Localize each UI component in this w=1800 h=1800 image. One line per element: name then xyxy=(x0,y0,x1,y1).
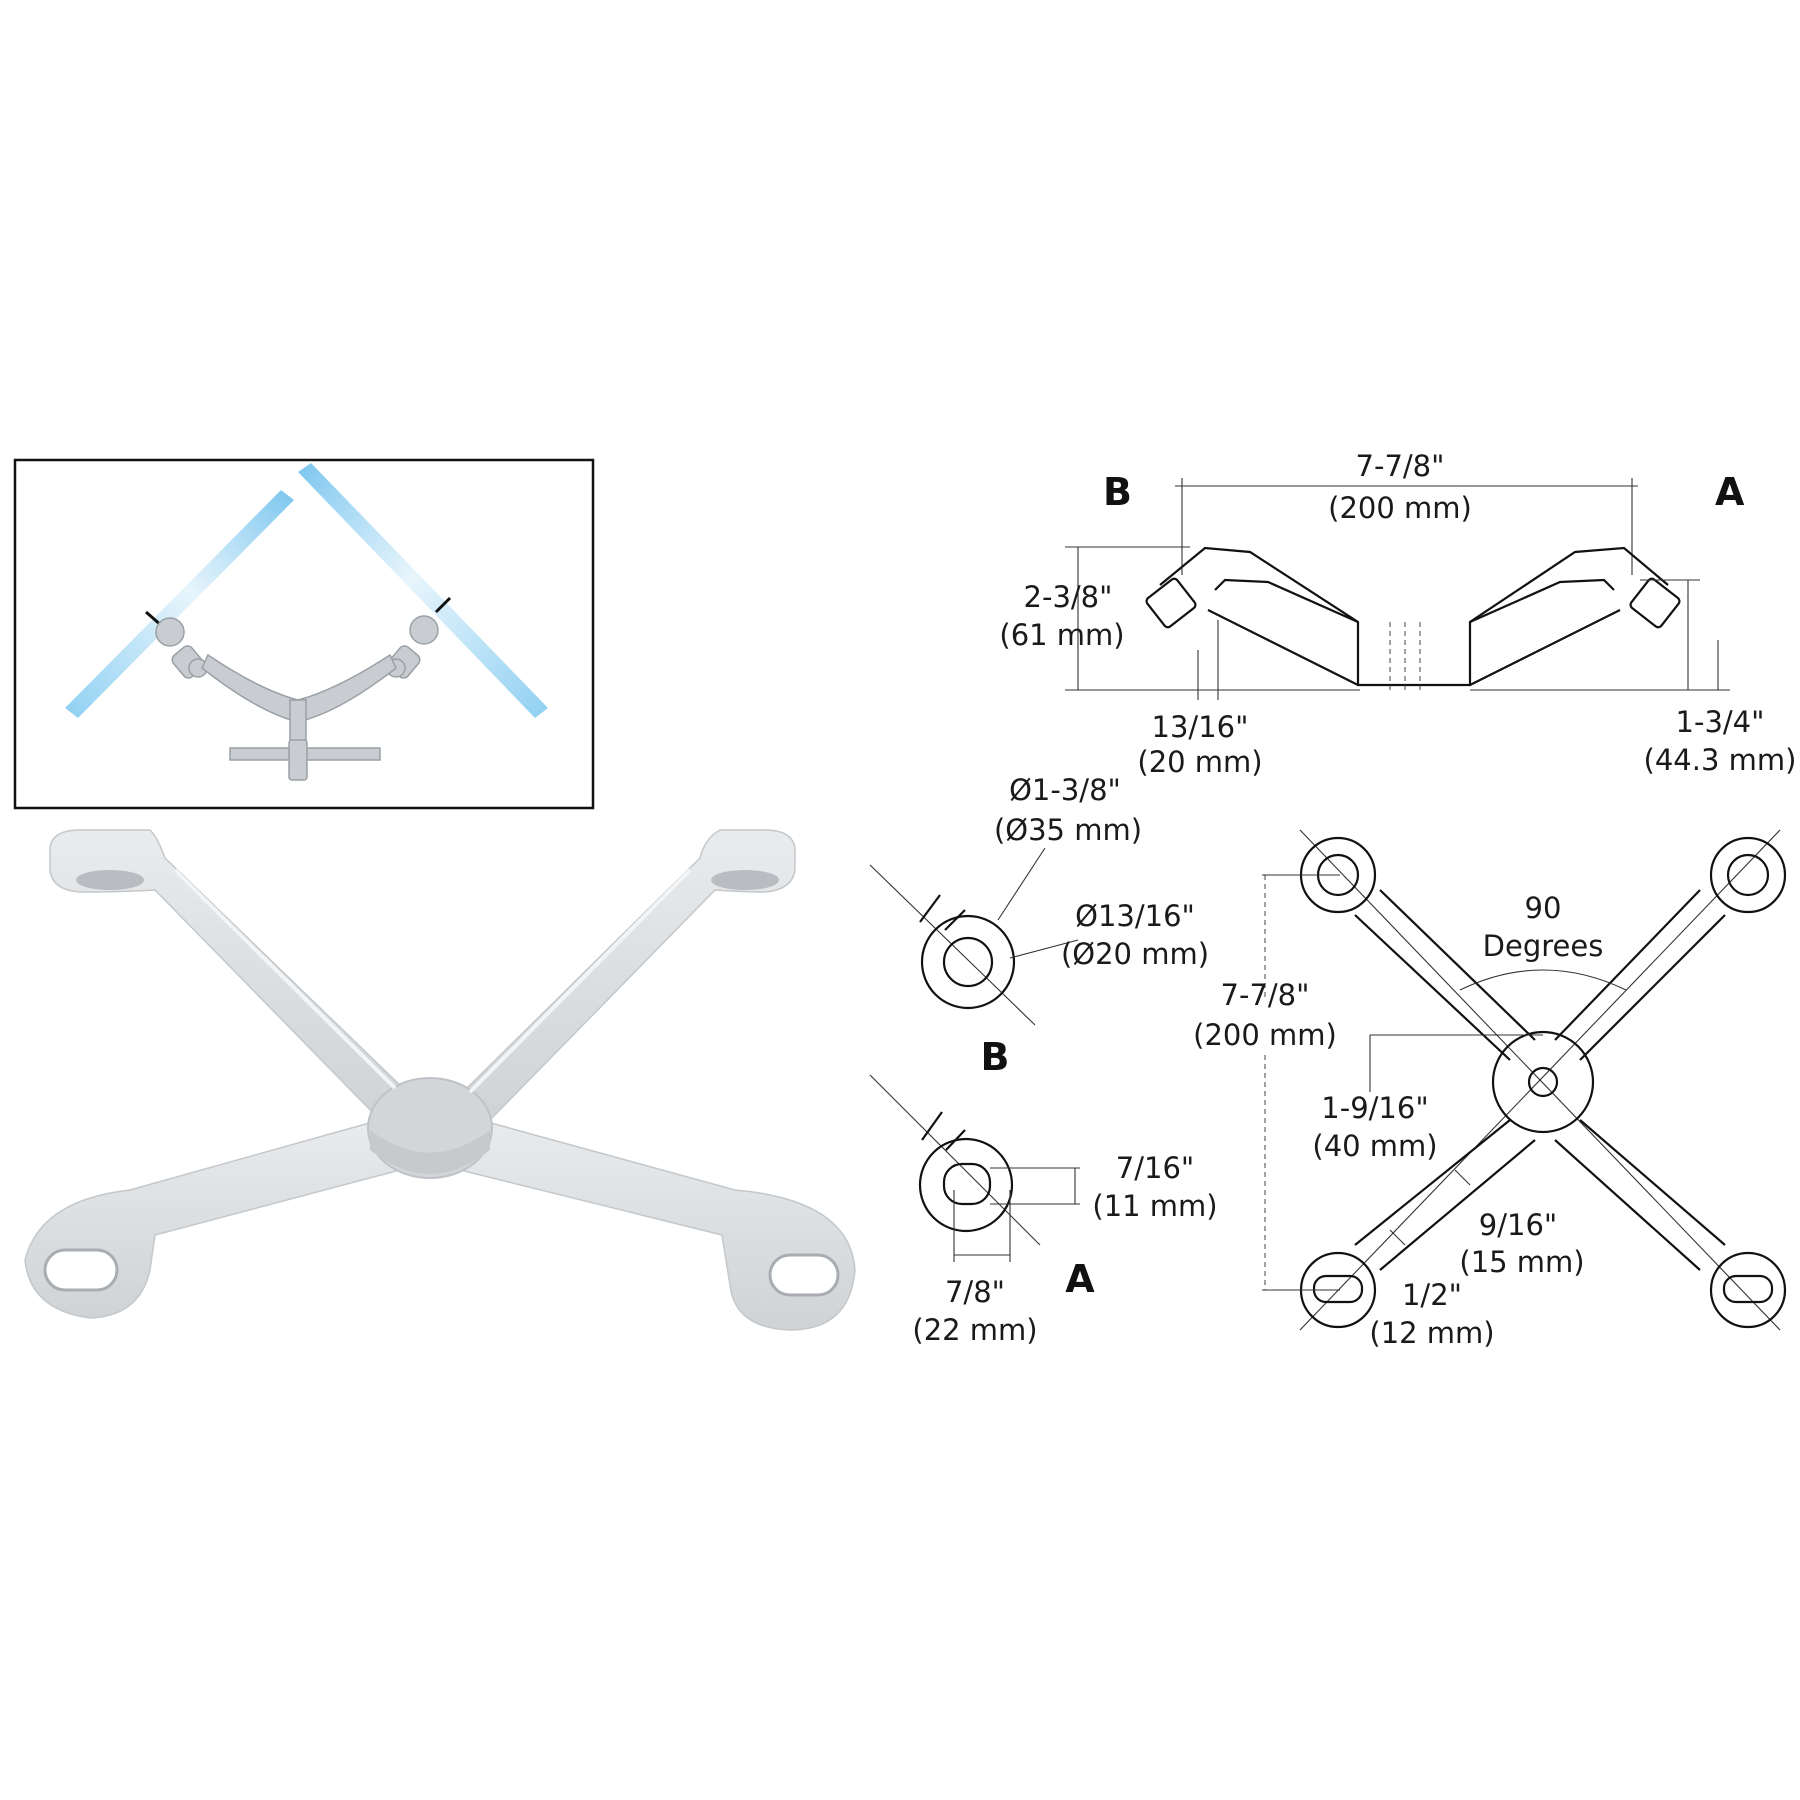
side-width-mm: (200 mm) xyxy=(1328,491,1472,525)
plan-arm-in: 9/16" xyxy=(1479,1208,1557,1242)
plan-arm-end-mm: (12 mm) xyxy=(1369,1316,1494,1350)
plan-angle-value: 90 xyxy=(1525,891,1562,925)
plan-arm-end-in: 1/2" xyxy=(1402,1278,1462,1312)
plan-span-in: 7-7/8" xyxy=(1221,978,1310,1012)
detail-a-slot-width-mm: (22 mm) xyxy=(912,1313,1037,1347)
detail-b-drawing: Ø1-3/8" (Ø35 mm) Ø13/16" (Ø20 mm) B xyxy=(869,773,1209,1079)
side-end-height-in: 1-3/4" xyxy=(1676,705,1765,739)
glass-panel-left xyxy=(65,490,294,718)
side-offset-mm: (20 mm) xyxy=(1137,745,1262,779)
detail-a-slot-height-mm: (11 mm) xyxy=(1092,1189,1217,1223)
side-height-in: 2-3/8" xyxy=(1024,580,1113,614)
detail-a-label: A xyxy=(1065,1257,1095,1301)
plan-hub-mm: (40 mm) xyxy=(1312,1129,1437,1163)
side-label-b: B xyxy=(1103,470,1132,514)
side-height-mm: (61 mm) xyxy=(999,618,1124,652)
side-width-in: 7-7/8" xyxy=(1356,449,1445,483)
spider-fitting-inset xyxy=(155,615,439,781)
plan-view-drawing: 90 Degrees 7-7/8" (200 mm) 1-9/16" (40 m… xyxy=(1193,829,1787,1350)
detail-b-outer-mm: (Ø35 mm) xyxy=(994,813,1142,847)
slot-right xyxy=(768,1253,840,1297)
detail-a-slot-height-in: 7/16" xyxy=(1116,1151,1194,1185)
side-label-a: A xyxy=(1715,470,1745,514)
side-end-height-mm: (44.3 mm) xyxy=(1644,743,1797,777)
detail-b-inner-in: Ø13/16" xyxy=(1075,899,1195,933)
detail-a-slot-width-in: 7/8" xyxy=(945,1275,1005,1309)
detail-a-drawing: 7/16" (11 mm) 7/8" (22 mm) A xyxy=(869,1074,1218,1347)
plan-angle-unit: Degrees xyxy=(1483,929,1604,963)
detail-b-label: B xyxy=(981,1035,1010,1079)
detail-b-outer-in: Ø1-3/8" xyxy=(1009,773,1121,807)
gasket-right xyxy=(434,596,452,614)
detail-b-inner-mm: (Ø20 mm) xyxy=(1061,937,1209,971)
plan-hub-in: 1-9/16" xyxy=(1321,1091,1428,1125)
spider-fitting-photo xyxy=(24,829,856,1331)
plan-arm-mm: (15 mm) xyxy=(1459,1245,1584,1279)
plan-span-mm: (200 mm) xyxy=(1193,1018,1337,1052)
glass-panel-right xyxy=(298,463,548,718)
side-view-drawing: B A 7-7/8" (200 mm) 2-3/8" (61 mm) 13/16… xyxy=(999,449,1796,779)
slot-left xyxy=(43,1248,119,1292)
installation-inset xyxy=(13,458,595,810)
side-offset-in: 13/16" xyxy=(1152,710,1249,744)
